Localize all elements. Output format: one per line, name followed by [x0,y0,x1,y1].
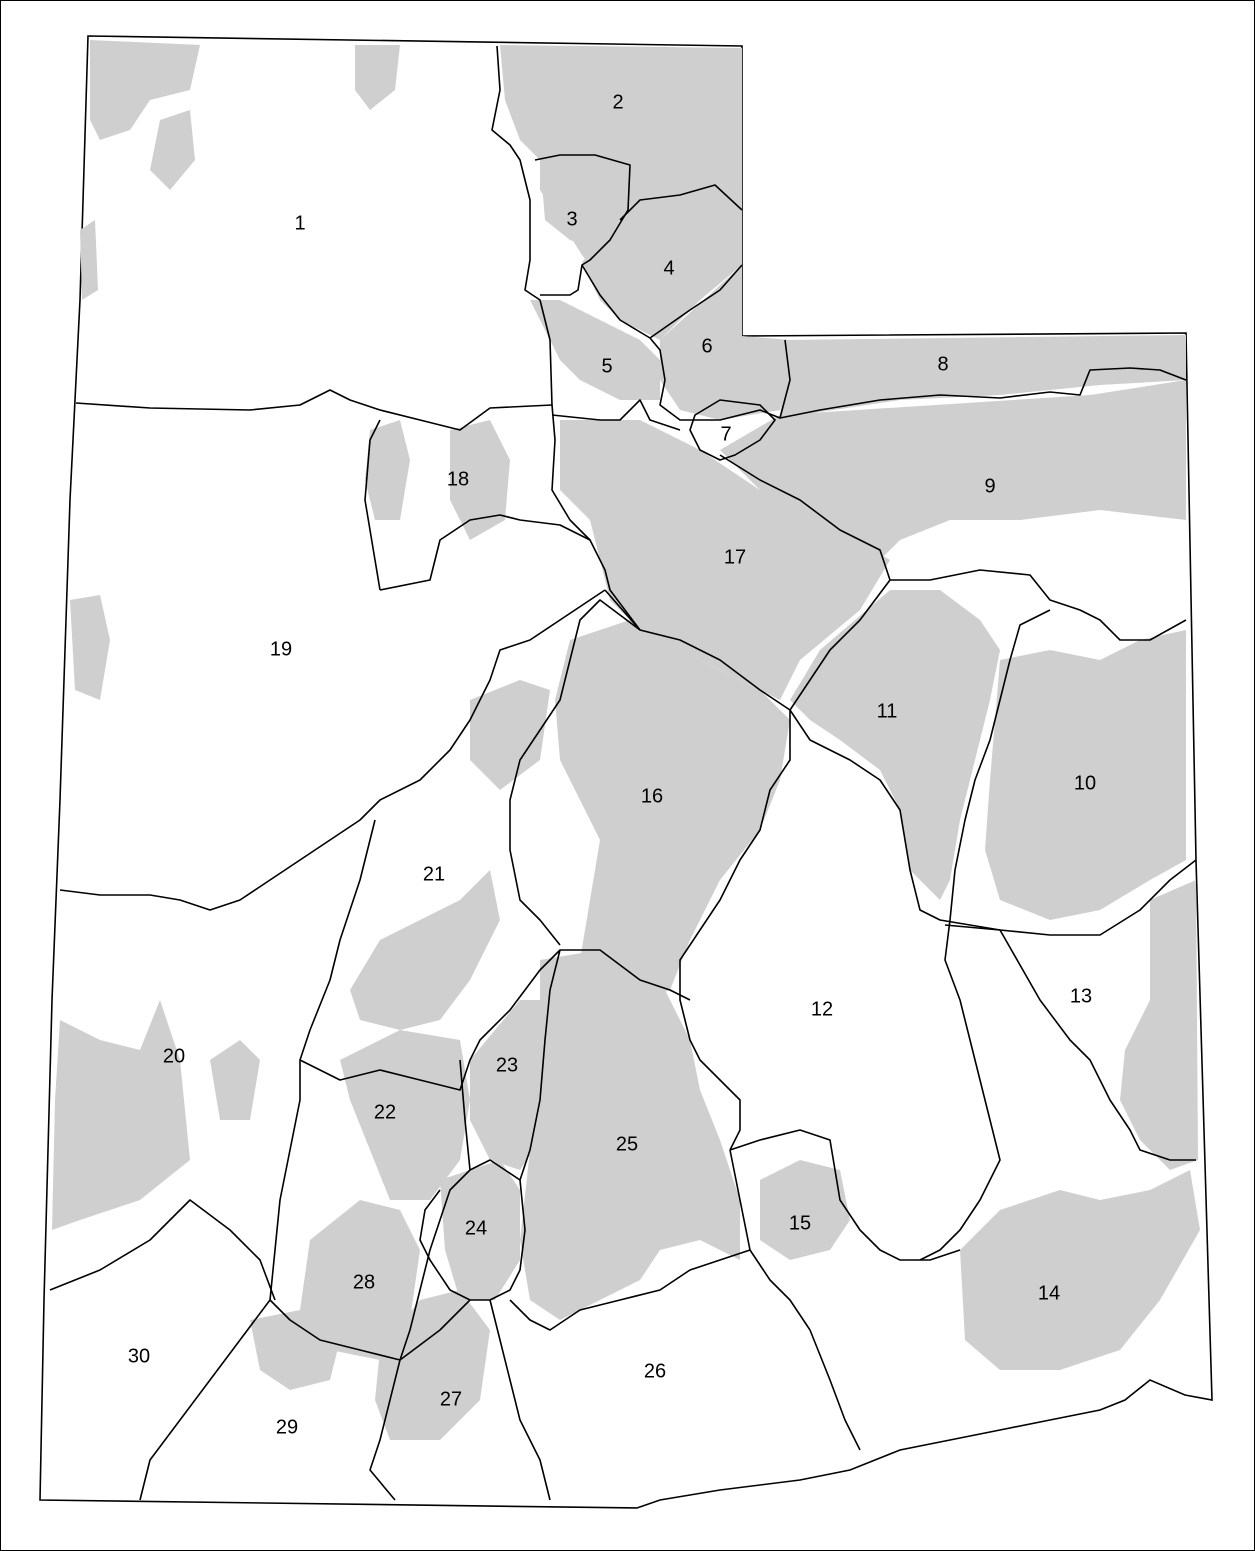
region-label-5: 5 [601,355,612,377]
region-label-22: 22 [374,1101,396,1123]
region-label-16: 16 [641,785,663,807]
region-label-3: 3 [566,208,577,230]
region-label-19: 19 [270,638,292,660]
region-label-8: 8 [937,353,948,375]
region-label-17: 17 [724,546,746,568]
region-label-24: 24 [465,1217,487,1239]
region-label-1: 1 [294,212,305,234]
region-label-30: 30 [128,1345,150,1367]
region-label-13: 13 [1070,985,1092,1007]
region-label-25: 25 [616,1133,638,1155]
region-label-26: 26 [644,1360,666,1382]
region-label-20: 20 [163,1045,185,1067]
region-label-15: 15 [789,1212,811,1234]
shaded-areas [52,40,1200,1440]
region-label-14: 14 [1038,1282,1060,1304]
region-boundaries [49,45,1197,1501]
region-label-29: 29 [276,1416,298,1438]
region-label-4: 4 [663,257,674,279]
region-label-10: 10 [1074,772,1096,794]
region-label-6: 6 [701,335,712,357]
region-label-2: 2 [612,91,623,113]
region-labels: 1 2 3 4 5 6 7 8 9 10 11 12 13 14 15 16 1… [128,91,1096,1438]
region-label-23: 23 [496,1054,518,1076]
region-label-28: 28 [353,1271,375,1293]
region-label-12: 12 [811,998,833,1020]
region-label-21: 21 [423,863,445,885]
region-label-7: 7 [720,423,731,445]
region-label-9: 9 [984,475,995,497]
region-label-27: 27 [440,1388,462,1410]
region-label-18: 18 [447,468,469,490]
region-label-11: 11 [877,700,898,722]
